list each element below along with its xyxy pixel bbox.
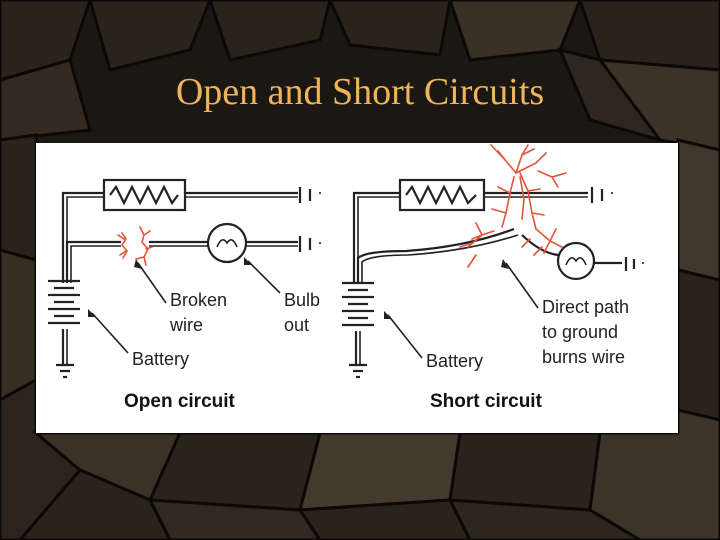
open-circuit-diagram: Broken wire Bulb out Battery Open circui… [48,178,321,412]
slide-title: Open and Short Circuits [175,71,545,113]
open-lower-wire [65,240,121,283]
burn-spark-top [490,144,547,174]
broken-wire-arrow [137,262,167,304]
direct-path-label: Direct path [542,297,629,317]
burn-spark-left [459,222,495,268]
short-lower-wire [356,227,515,283]
bulb-out-label: Bulb [284,290,320,310]
short-top-wire [352,191,400,283]
short-circuit-diagram: Direct path to ground burns wire Battery… [342,144,644,412]
open-battery-label: Battery [132,349,189,369]
short-circuit-caption: Short circuit [430,391,543,412]
short-battery-label: Battery [426,351,483,371]
broken-wire-label: Broken [170,290,227,310]
bulb-out-arrow [247,260,281,294]
open-top-wire [61,191,104,283]
open-resistor [102,178,187,212]
burn-spark-right [521,228,563,256]
circuit-diagrams: Broken wire Bulb out Battery Open circui… [48,144,644,412]
direct-path-label-2: to ground [542,322,618,342]
open-circuit-caption: Open circuit [124,391,236,412]
bulb-out-label-2: out [284,315,309,335]
short-battery-arrow [387,314,423,359]
direct-path-arrow [505,262,539,309]
direct-path-label-3: burns wire [542,347,625,367]
circuit-diagram-panel: Broken wire Bulb out Battery Open circui… [36,143,678,433]
short-resistor [398,178,486,212]
battery-arrow [91,312,129,354]
short-battery [342,281,374,379]
broken-wire-spark [117,232,128,259]
short-bulb [556,241,596,281]
broken-wire-label-2: wire [169,315,203,335]
open-battery [48,279,80,379]
